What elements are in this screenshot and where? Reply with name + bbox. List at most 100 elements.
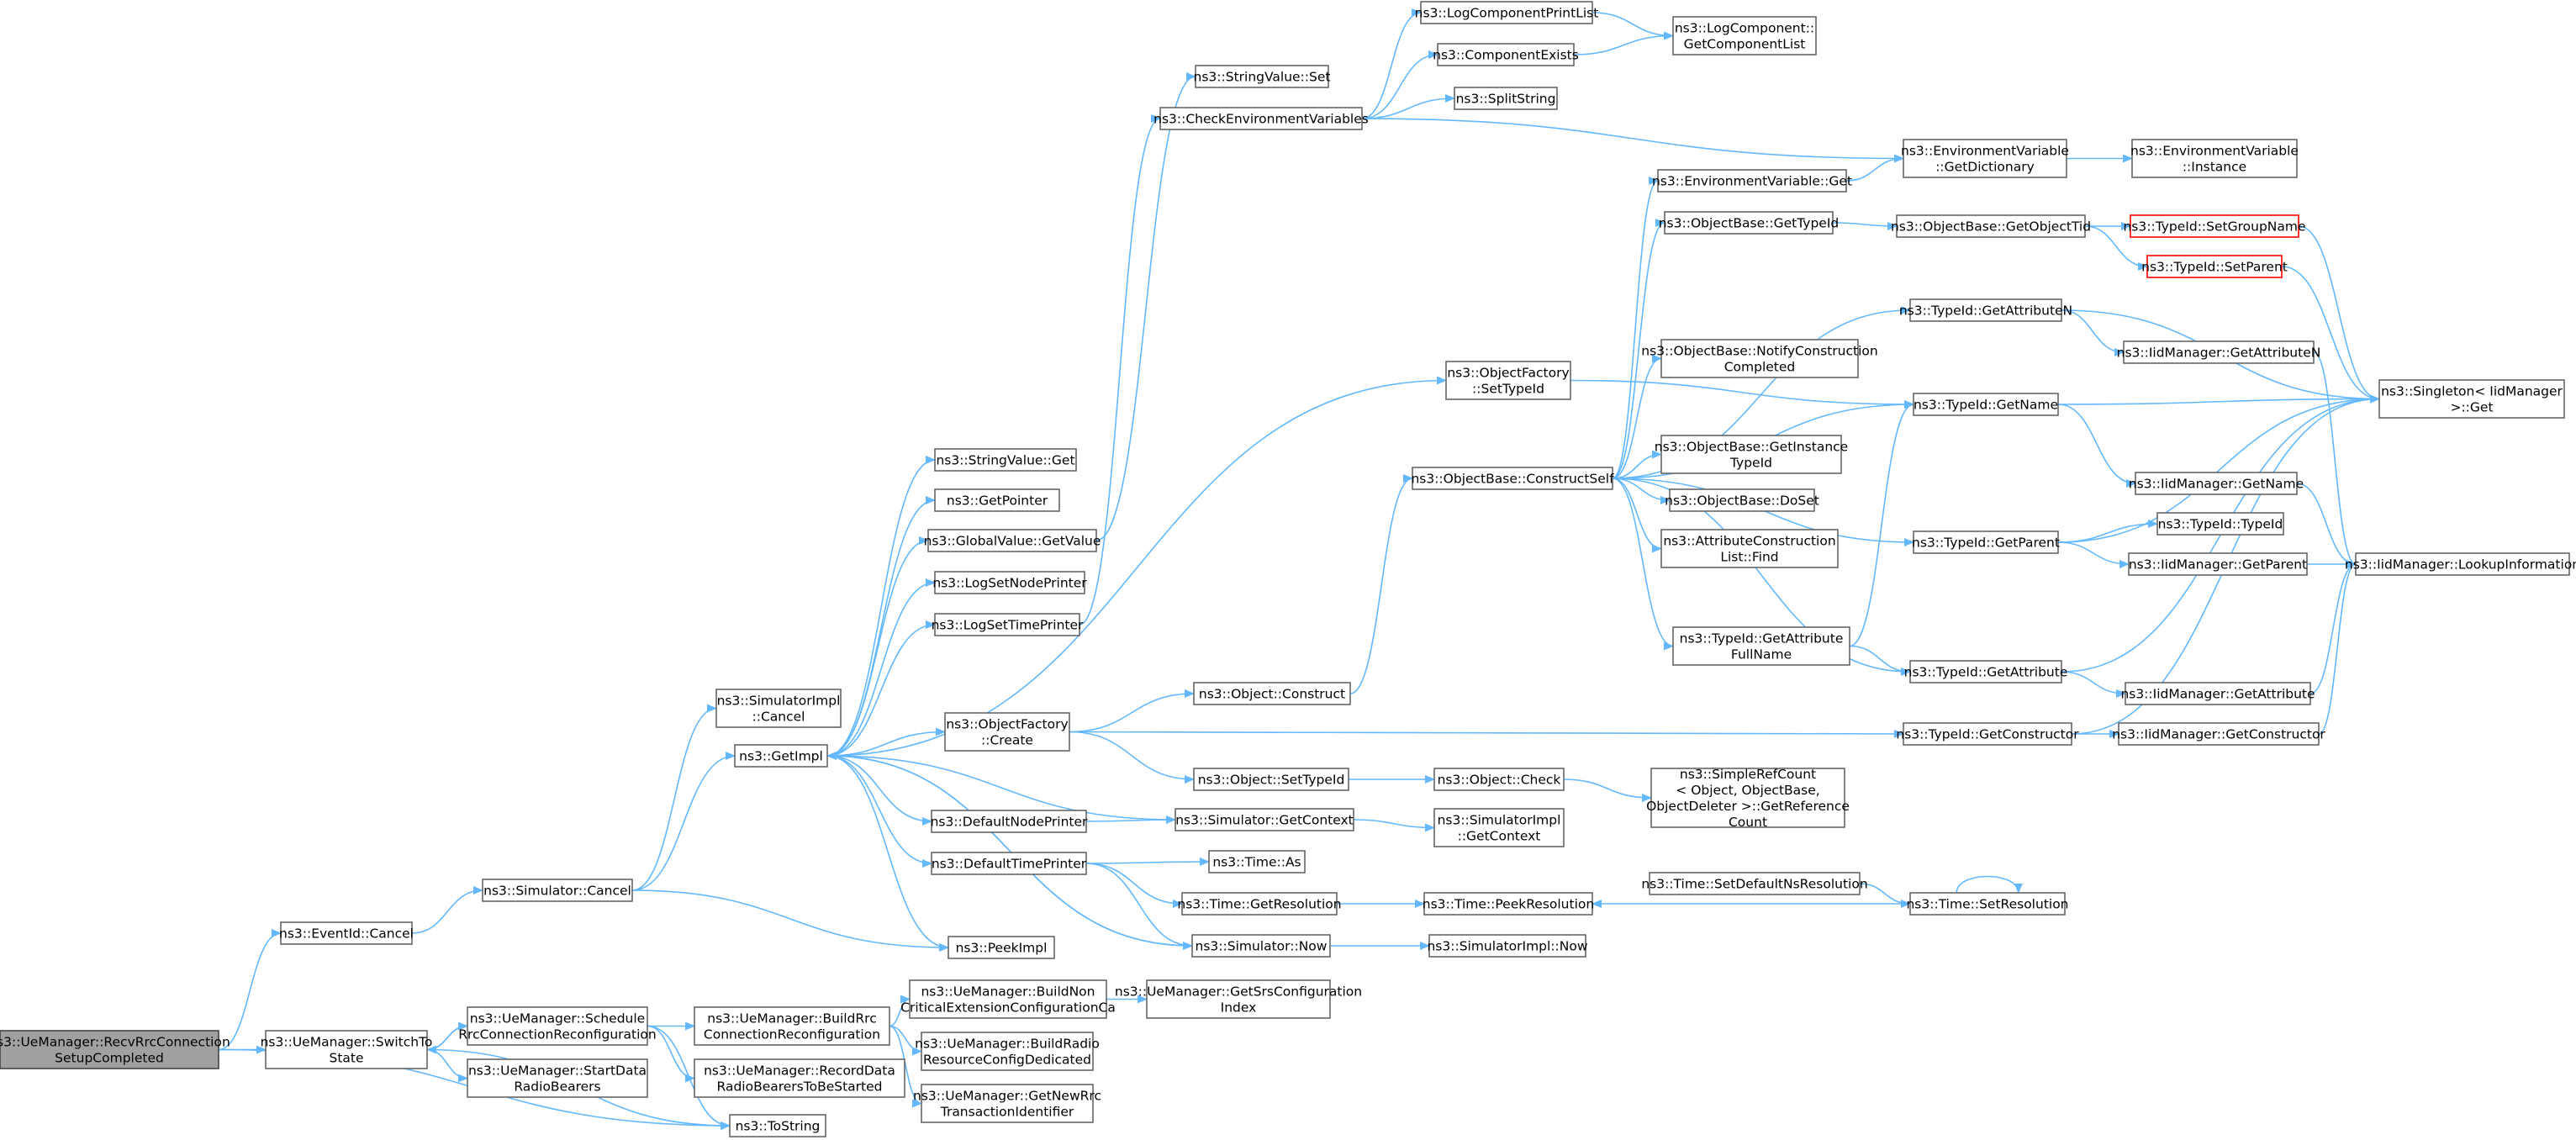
node-simgetcontext[interactable]: ns3::Simulator::GetContext [1175,808,1354,831]
node-envinstance[interactable]: ns3::EnvironmentVariable::Instance [2130,139,2299,178]
edge-buildrrc-to-getnewrrc [889,1025,922,1108]
node-label: ns3::GetPointer [947,493,1048,509]
node-timepeekres[interactable]: ns3::Time::PeekResolution [1423,892,1594,916]
node-singletonget[interactable]: ns3::Singleton< IidManager>::Get [2378,379,2565,419]
node-box [931,810,1087,833]
node-tidgetparent[interactable]: ns3::TypeId::GetParent [1912,530,2060,554]
node-iidgetctor[interactable]: ns3::IidManager::GetConstructor [2112,722,2325,746]
node-tidtypeid[interactable]: ns3::TypeId::TypeId [2156,512,2284,536]
edge-tidgetname-to-iidgetname [2057,404,2136,488]
node-schedule[interactable]: ns3::UeManager::ScheduleRrcConnectionRec… [458,1006,657,1046]
node-getcomplist[interactable]: ns3::LogComponent::GetComponentList [1672,16,1817,55]
edge-eventcancel-to-simcancel [411,886,483,934]
node-simimplcancel[interactable]: ns3::SimulatorImpl::Cancel [715,689,842,728]
node-iidgetattrn[interactable]: ns3::IidManager::GetAttributeN [2117,340,2321,364]
node-tidgetattr[interactable]: ns3::TypeId::GetAttribute [1904,660,2068,683]
node-obconstructself[interactable]: ns3::ObjectBase::ConstructSelf [1411,467,1614,490]
node-simnow[interactable]: ns3::Simulator::Now [1191,934,1331,958]
edge-getimpl-to-getpointer [826,496,936,757]
node-iidgetattr[interactable]: ns3::IidManager::GetAttribute [2120,682,2315,705]
node-ofsettypeid[interactable]: ns3::ObjectFactory::SetTypeId [1445,361,1571,400]
node-eventcancel[interactable]: ns3::EventId::Cancel [279,921,414,945]
node-simimplgetctx[interactable]: ns3::SimulatorImpl::GetContext [1433,808,1565,847]
node-box [0,1030,219,1069]
node-label: ns3::TypeId::SetParent [2141,260,2288,275]
node-simimplnow[interactable]: ns3::SimulatorImpl::Now [1427,934,1588,958]
node-label: ns3::UeManager::Schedule [470,1011,645,1027]
node-tidgetattrn[interactable]: ns3::TypeId::GetAttributeN [1899,298,2072,322]
node-buildrrc[interactable]: ns3::UeManager::BuildRrcConnectionReconf… [694,1006,890,1046]
node-label: ResourceConfigDedicated [923,1053,1091,1068]
node-obgettypeid[interactable]: ns3::ObjectBase::GetTypeId [1659,211,1840,235]
node-simcancel[interactable]: ns3::Simulator::Cancel [482,879,633,902]
node-objcheck[interactable]: ns3::Object::Check [1433,768,1565,791]
node-logsettime[interactable]: ns3::LogSetTimePrinter [932,613,1084,636]
node-label: ns3::StringValue::Get [936,453,1074,468]
node-logsetnode[interactable]: ns3::LogSetNodePrinter [932,571,1087,594]
node-iidgetname[interactable]: ns3::IidManager::GetName [2129,472,2304,495]
node-getpointer[interactable]: ns3::GetPointer [934,488,1060,512]
node-objconstruct[interactable]: ns3::Object::Construct [1193,682,1351,705]
node-checkenv[interactable]: ns3::CheckEnvironmentVariables [1153,107,1369,130]
node-timeas[interactable]: ns3::Time::As [1208,850,1306,873]
edge-getimpl-to-strvalget [826,456,936,757]
node-tostring[interactable]: ns3::ToString [729,1114,826,1137]
edge-buildrrc-to-buildradio [889,1025,922,1056]
edge-getimpl-to-logsetnode [826,578,936,757]
node-logprintlist[interactable]: ns3::LogComponentPrintList [1415,1,1599,24]
edge-obconstructself-to-tidgetattrfull [1612,478,1674,651]
node-box [1159,107,1363,130]
node-simplerefcount[interactable]: ns3::SimpleRefCount< Object, ObjectBase,… [1646,767,1850,830]
node-recv[interactable]: ns3::UeManager::RecvRrcConnectionSetupCo… [0,1030,230,1069]
node-box [1903,139,2067,178]
node-splitstring[interactable]: ns3::SplitString [1454,87,1558,110]
node-box [1649,872,1861,895]
node-envget[interactable]: ns3::EnvironmentVariable::Get [1652,169,1852,193]
node-strvalset[interactable]: ns3::StringValue::Set [1194,65,1331,88]
node-obnotify[interactable]: ns3::ObjectBase::NotifyConstructionCompl… [1641,339,1878,378]
node-label: < Object, ObjectBase, [1676,783,1819,798]
node-objsettypeid[interactable]: ns3::Object::SetTypeId [1193,768,1349,791]
node-defnode[interactable]: ns3::DefaultNodePrinter [931,810,1088,833]
node-buildradio[interactable]: ns3::UeManager::BuildRadioResourceConfig… [915,1032,1100,1071]
node-timesetdefns[interactable]: ns3::Time::SetDefaultNsResolution [1641,872,1868,895]
node-obdoset[interactable]: ns3::ObjectBase::DoSet [1665,488,1819,512]
node-deftime[interactable]: ns3::DefaultTimePrinter [931,852,1087,875]
node-box [1660,529,1839,568]
node-getimpl[interactable]: ns3::GetImpl [734,744,828,768]
node-tidsetparent[interactable]: ns3::TypeId::SetParent [2141,255,2288,278]
edge-getimpl-to-gvgetvalue [826,536,929,757]
node-ofcreate[interactable]: ns3::ObjectFactory::Create [944,712,1070,752]
node-timegetres[interactable]: ns3::Time::GetResolution [1177,892,1342,916]
node-strvalget[interactable]: ns3::StringValue::Get [934,448,1077,472]
node-label: ns3::UeManager::BuildRadio [915,1037,1100,1052]
edge-obconstructself-to-obgetinst [1612,450,1662,479]
node-box [729,1114,826,1137]
node-timesetres[interactable]: ns3::Time::SetResolution [1906,892,2069,916]
node-label: ns3::TypeId::GetName [1914,398,2058,413]
node-box [1412,467,1613,490]
node-peekimpl[interactable]: ns3::PeekImpl [948,936,1055,959]
node-getnewrrc[interactable]: ns3::UeManager::GetNewRrcTransactionIden… [913,1084,1101,1123]
node-iidgetparent[interactable]: ns3::IidManager::GetParent [2128,552,2308,576]
node-label: ns3::SimulatorImpl [1438,813,1561,828]
edge-obconstructself-to-attrfind [1612,478,1662,553]
node-compexists[interactable]: ns3::ComponentExists [1433,43,1579,66]
node-tidsetgroup[interactable]: ns3::TypeId::SetGroupName [2123,214,2306,238]
node-obgetobjtid[interactable]: ns3::ObjectBase::GetObjectTid [1891,214,2091,238]
node-tidgetctor[interactable]: ns3::TypeId::GetConstructor [1896,722,2079,746]
node-tidgetname[interactable]: ns3::TypeId::GetName [1913,393,2059,416]
node-label: ns3::Time::SetResolution [1906,897,2068,912]
node-iidlookup[interactable]: ns3::IidManager::LookupInformation [2345,552,2576,576]
node-buildnon[interactable]: ns3::UeManager::BuildNonCriticalExtensio… [900,979,1116,1019]
node-label: ns3::EnvironmentVariable::Get [1652,174,1852,189]
node-gvgetvalue[interactable]: ns3::GlobalValue::GetValue [924,529,1101,552]
node-recorddata[interactable]: ns3::UeManager::RecordDataRadioBearersTo… [694,1058,905,1098]
node-envgetdict[interactable]: ns3::EnvironmentVariable::GetDictionary [1901,139,2069,178]
